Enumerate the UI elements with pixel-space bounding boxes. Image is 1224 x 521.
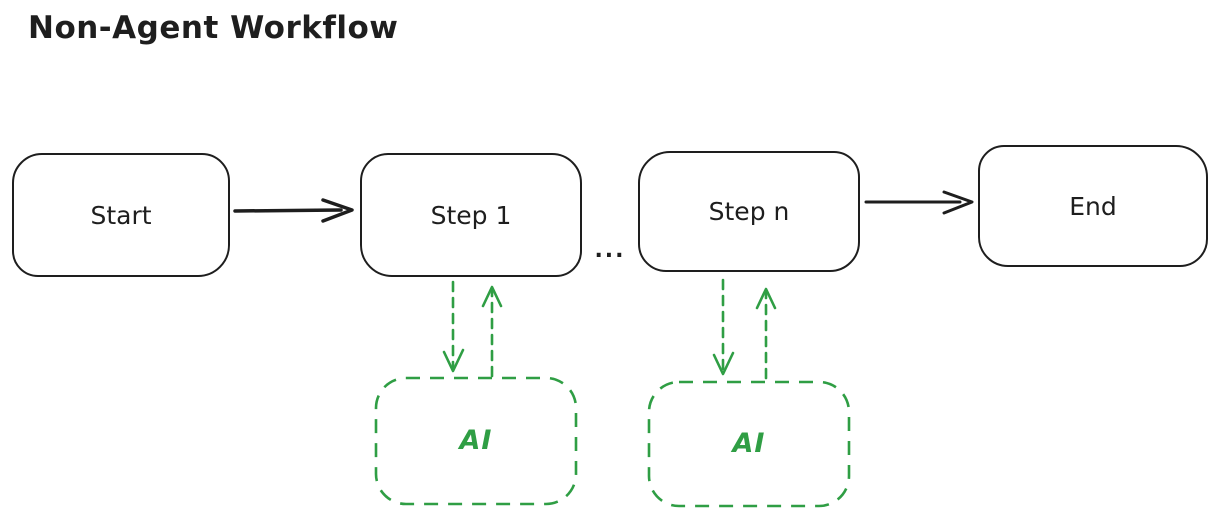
ai-node-2-border [647,380,851,508]
node-start-label: Start [90,200,152,230]
diagram-title: Non-Agent Workflow [28,10,399,46]
arrow-ai2-to-stepn [755,287,777,380]
arrow-stepn-to-ai2 [712,278,735,376]
node-ai-1: AI [375,377,577,504]
node-stepn: Step n [638,151,860,272]
arrow-step1-to-ai1 [442,280,465,373]
arrow-start-to-step1 [233,198,354,223]
ai-node-1-border [374,376,578,506]
node-end: End [978,145,1208,267]
node-ai-2: AI [648,381,850,506]
node-ai-1-label: AI [459,425,493,456]
arrow-ai1-to-step1 [481,285,503,378]
node-step1: Step 1 [360,153,582,277]
node-start: Start [12,153,230,277]
arrow-stepn-to-end [864,190,974,215]
node-end-label: End [1069,191,1117,221]
node-ai-2-label: AI [732,428,766,459]
ellipsis-between-steps: ... [594,238,626,263]
node-stepn-label: Step n [708,197,790,226]
node-step1-label: Step 1 [430,200,512,230]
